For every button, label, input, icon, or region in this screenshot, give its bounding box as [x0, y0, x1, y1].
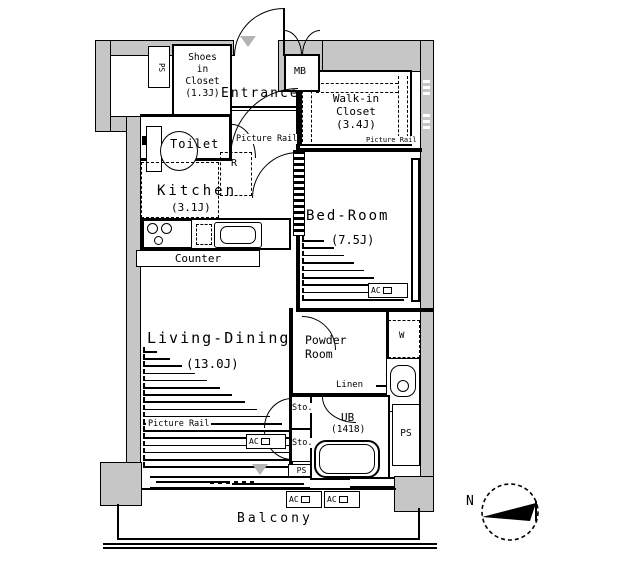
linen-tick: [376, 385, 388, 387]
compass-icon: [481, 483, 539, 541]
washer-label: W: [399, 331, 405, 341]
toilet-handle: [142, 136, 146, 145]
stove-burner-1: [147, 223, 158, 234]
site-boundary-line-2: [103, 547, 437, 549]
vent-mark-2: [423, 114, 430, 132]
bedroom-ceiling-hatch: [302, 236, 412, 308]
wall-bedroom-top: [296, 148, 422, 152]
bathroom-balcony-window: [350, 477, 394, 488]
stove-burner-3: [154, 236, 163, 245]
bedroom-door-arc: [252, 152, 298, 198]
wall-corner-bottom-right: [394, 476, 434, 512]
counter-box: [136, 250, 260, 267]
ps-top-label: PS: [157, 63, 166, 73]
counter-dash-section: [196, 224, 212, 245]
ac-outdoor-unit-2: AC: [324, 491, 360, 508]
balcony-right-line: [418, 508, 420, 540]
toilet-label: Toilet: [170, 137, 220, 151]
wall-corner-bottom-left: [100, 462, 142, 506]
ps-shaft-right: [392, 404, 420, 466]
counter-label: Counter: [174, 252, 222, 265]
ps-shaft-top: [148, 46, 170, 88]
wall-top-right: [322, 40, 434, 72]
balcony-left-line: [117, 504, 119, 540]
living-window-sash-right: [232, 483, 304, 485]
wall-right-main: [420, 40, 434, 480]
bedroom-size-label: (7.5J): [331, 233, 375, 247]
shoes-closet-label: Shoes in Closet (1.3J): [185, 52, 220, 99]
kitchen-sink-basin: [220, 226, 256, 244]
ps-right-label: PS: [400, 428, 412, 439]
balcony-bottom-line: [117, 538, 420, 540]
ac-outdoor-unit-1: AC: [286, 491, 322, 508]
entrance-door-arc: [234, 8, 284, 56]
walkin-closet-label: Walk-in Closet (3.4J): [332, 92, 380, 132]
picture-rail-living-label: Picture Rail: [146, 419, 212, 430]
ac-square-icon: [300, 496, 310, 503]
site-boundary-line-1: [103, 543, 437, 545]
ac-bedroom-label: AC: [371, 285, 381, 295]
powder-room-label: Powder Room: [305, 333, 347, 361]
ac-outdoor-2-label: AC: [327, 494, 337, 504]
storage-lower-label: Sto.: [292, 438, 313, 449]
mb-door-left-arc: [284, 30, 302, 55]
wall-powder-bottom: [291, 393, 390, 396]
fridge-label: R: [231, 158, 238, 169]
ac-unit-living: AC: [246, 434, 286, 449]
balcony-label: Balcony: [237, 511, 313, 526]
ac-unit-bedroom: AC: [368, 283, 408, 298]
ac-square-icon: [382, 287, 392, 294]
entrance-door-leaf: [283, 8, 285, 56]
living-dining-size-label: (13.0J): [186, 356, 239, 371]
living-window-center-dashes: [210, 481, 254, 484]
bathtub-inner: [319, 444, 375, 474]
living-dining-label: Living-Dining: [147, 329, 291, 347]
washer-space: [388, 320, 420, 358]
wall-corridor-upper: [296, 56, 300, 154]
bathroom-size-label: (1418): [331, 424, 366, 435]
vent-mark-1: [423, 80, 430, 98]
bedroom-window: [411, 158, 420, 302]
ps-bottom-label: PS: [296, 466, 307, 475]
linen-label: Linen: [336, 380, 364, 390]
storage-upper-label: Sto.: [292, 403, 313, 414]
stove-burner-2: [161, 223, 172, 234]
kitchen-size-label: (3.1J): [171, 201, 211, 214]
shoes-closet-room: [172, 44, 232, 116]
north-label: N: [466, 494, 474, 509]
entrance-direction-marker: [240, 36, 256, 47]
kitchen-label: Kitchen: [157, 183, 238, 199]
toilet-bowl: [160, 131, 198, 171]
compass: [468, 476, 548, 548]
ac-square-icon: [338, 496, 348, 503]
wall-corridor-lower: [296, 196, 300, 310]
ac-outdoor-1-label: AC: [289, 494, 299, 504]
walkin-hanger-right: [398, 76, 408, 142]
washbasin-faucet: [397, 380, 409, 392]
bedroom-window-cap-top: [411, 158, 420, 160]
wall-left-upper: [95, 40, 111, 132]
walkin-shelf: [316, 83, 398, 93]
ac-square-icon: [260, 438, 270, 445]
living-ceiling-hatch: [143, 347, 358, 473]
picture-rail-bedroom-label: Picture Rail: [366, 136, 417, 145]
living-window-sash-left: [156, 481, 228, 483]
living-window-marker: [252, 464, 268, 475]
walkin-hanger-left: [302, 76, 312, 142]
building-bottom-line: [142, 488, 396, 490]
wall-bedroom-bottom: [296, 308, 434, 312]
meter-box-label: MB: [294, 66, 307, 77]
wall-left-main: [126, 116, 141, 470]
wall-powder-right: [386, 308, 389, 395]
meter-box: [284, 54, 320, 92]
bathroom-label: UB: [341, 411, 355, 424]
bedroom-label: Bed-Room: [306, 208, 390, 224]
kitchen-area-dashed: [141, 162, 219, 218]
fridge-space: [220, 152, 252, 196]
mb-door-right-arc: [302, 30, 320, 55]
bedroom-window-cap-bottom: [411, 300, 420, 302]
ac-living-label: AC: [249, 436, 259, 446]
picture-rail-hall-label: Picture Rail: [236, 134, 298, 145]
